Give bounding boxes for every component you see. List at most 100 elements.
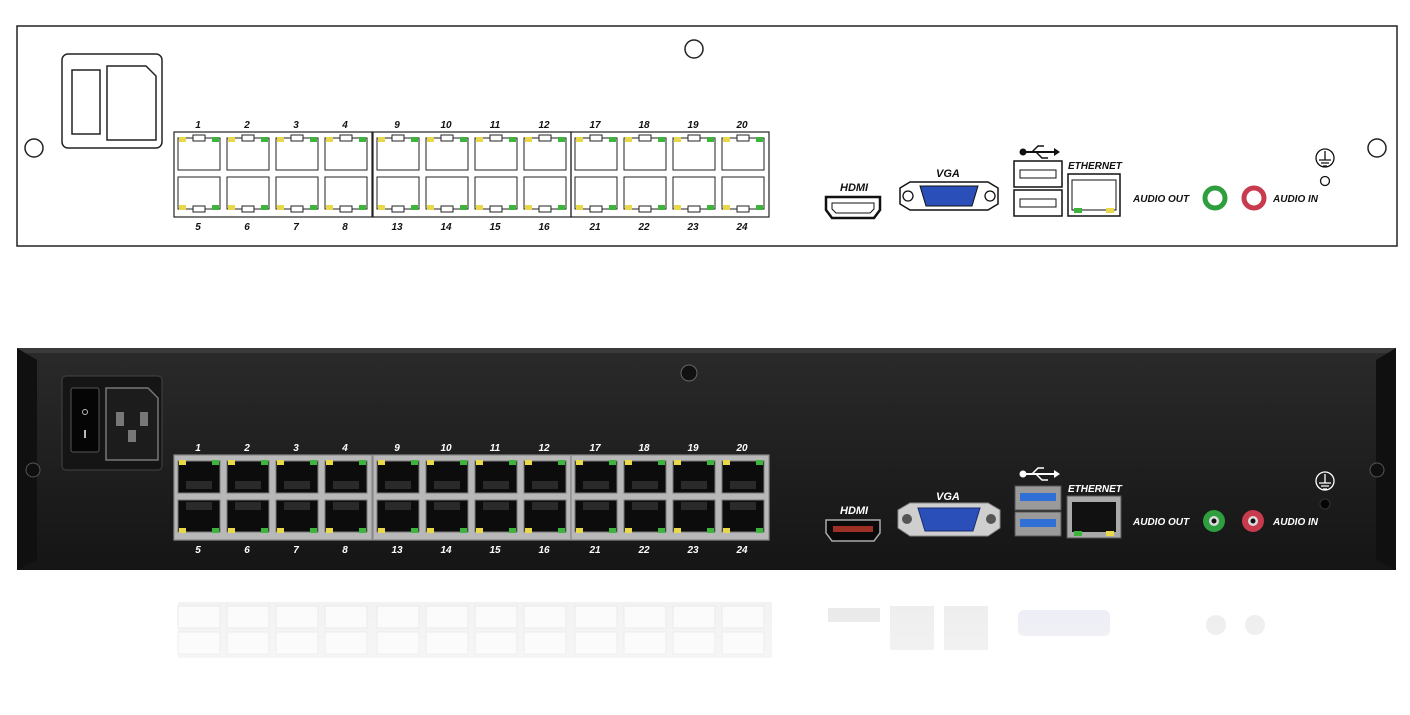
port-number-label: 6 — [244, 222, 250, 233]
led-yellow — [625, 460, 632, 465]
led-yellow — [378, 528, 385, 533]
usb-ports-outline — [1013, 145, 1063, 217]
led-green — [411, 205, 418, 210]
audio-jacks-outline: AUDIO OUT AUDIO IN — [1132, 185, 1319, 211]
power-switch[interactable] — [70, 387, 100, 453]
led-green — [558, 528, 565, 533]
audio-jacks: AUDIO OUT AUDIO IN — [1132, 510, 1319, 532]
audio-in-label: AUDIO IN — [1272, 194, 1319, 205]
led-yellow — [427, 528, 434, 533]
port-number-label: 1 — [195, 443, 201, 454]
led-green — [558, 205, 565, 210]
led-yellow — [723, 137, 730, 142]
led-green — [310, 528, 317, 533]
power-switch-icon — [71, 69, 101, 135]
led-yellow — [576, 528, 583, 533]
led-green — [558, 460, 565, 465]
mount-screw-left — [25, 462, 41, 478]
led-yellow — [525, 137, 532, 142]
led-yellow — [427, 205, 434, 210]
led-yellow — [326, 205, 333, 210]
vga-port-outline: VGA — [899, 168, 999, 211]
led-green — [460, 460, 467, 465]
rj45-latch — [489, 205, 503, 213]
led-green — [261, 137, 268, 142]
rj45-port — [721, 176, 765, 210]
rj45-latch — [339, 134, 353, 142]
rj45-latch — [290, 134, 304, 142]
rj45-latch — [736, 205, 750, 213]
led-yellow — [277, 205, 284, 210]
top-screw — [680, 364, 698, 382]
port-number-label: 12 — [538, 443, 550, 454]
led-green — [658, 528, 665, 533]
led-yellow — [228, 460, 235, 465]
rj45-contacts — [583, 502, 609, 510]
port-number-label: 17 — [589, 120, 601, 131]
vga-label: VGA — [936, 168, 960, 180]
rj45-port — [177, 176, 221, 210]
port-number-label: 15 — [489, 545, 501, 556]
rj45-port — [425, 137, 469, 171]
rj45-contacts — [385, 481, 411, 489]
ethernet-label-photo: ETHERNET — [1068, 484, 1123, 495]
usb-ports — [1014, 467, 1062, 537]
rj45-contacts — [483, 481, 509, 489]
rj45-contacts — [434, 502, 460, 510]
rj45-contacts — [235, 502, 261, 510]
led-green — [658, 137, 665, 142]
rj45-port — [376, 137, 420, 171]
port-number-label: 11 — [490, 120, 501, 131]
port-number-label: 13 — [391, 545, 403, 556]
led-yellow — [674, 528, 681, 533]
led-yellow — [625, 205, 632, 210]
rj45-port — [623, 176, 667, 210]
rj45-port — [177, 137, 221, 171]
led-green — [756, 137, 763, 142]
led-yellow — [525, 460, 532, 465]
rj45-latch — [538, 134, 552, 142]
led-green — [359, 205, 366, 210]
rj45-port — [275, 176, 319, 210]
led-green — [310, 137, 317, 142]
rj45-latch — [638, 134, 652, 142]
led-green — [359, 528, 366, 533]
led-green — [411, 460, 418, 465]
led-yellow — [576, 460, 583, 465]
mount-screw-right — [1369, 462, 1385, 478]
port-number-label: 22 — [637, 545, 650, 556]
power-inlet — [105, 387, 159, 461]
port-number-label: 8 — [342, 545, 348, 556]
led-green — [310, 460, 317, 465]
ethernet-label: ETHERNET — [1068, 161, 1123, 172]
rj45-contacts — [333, 481, 359, 489]
rj45-contacts — [730, 481, 756, 489]
power-module — [61, 375, 163, 471]
rj45-latch — [687, 205, 701, 213]
led-yellow — [525, 528, 532, 533]
port-number-label: 9 — [394, 443, 400, 454]
rj45-contacts — [483, 502, 509, 510]
rj45-contacts — [583, 481, 609, 489]
led-green — [261, 205, 268, 210]
port-number-label: 23 — [686, 222, 699, 233]
led-green — [609, 460, 616, 465]
led-green — [212, 205, 219, 210]
rj45-latch — [241, 134, 255, 142]
rj45-latch — [589, 205, 603, 213]
port-number-label: 12 — [538, 120, 550, 131]
port-number-label: 20 — [735, 443, 748, 454]
led-yellow — [228, 137, 235, 142]
port-number-label: 4 — [341, 443, 348, 454]
audio-in-label-photo: AUDIO IN — [1272, 517, 1319, 528]
port-number-label: 24 — [735, 222, 748, 233]
led-green — [411, 137, 418, 142]
led-green — [509, 205, 516, 210]
hdmi-label-photo: HDMI — [840, 505, 869, 517]
led-green — [411, 528, 418, 533]
mount-hole-right — [1367, 138, 1387, 158]
port-number-label: 14 — [440, 222, 452, 233]
led-yellow — [378, 137, 385, 142]
